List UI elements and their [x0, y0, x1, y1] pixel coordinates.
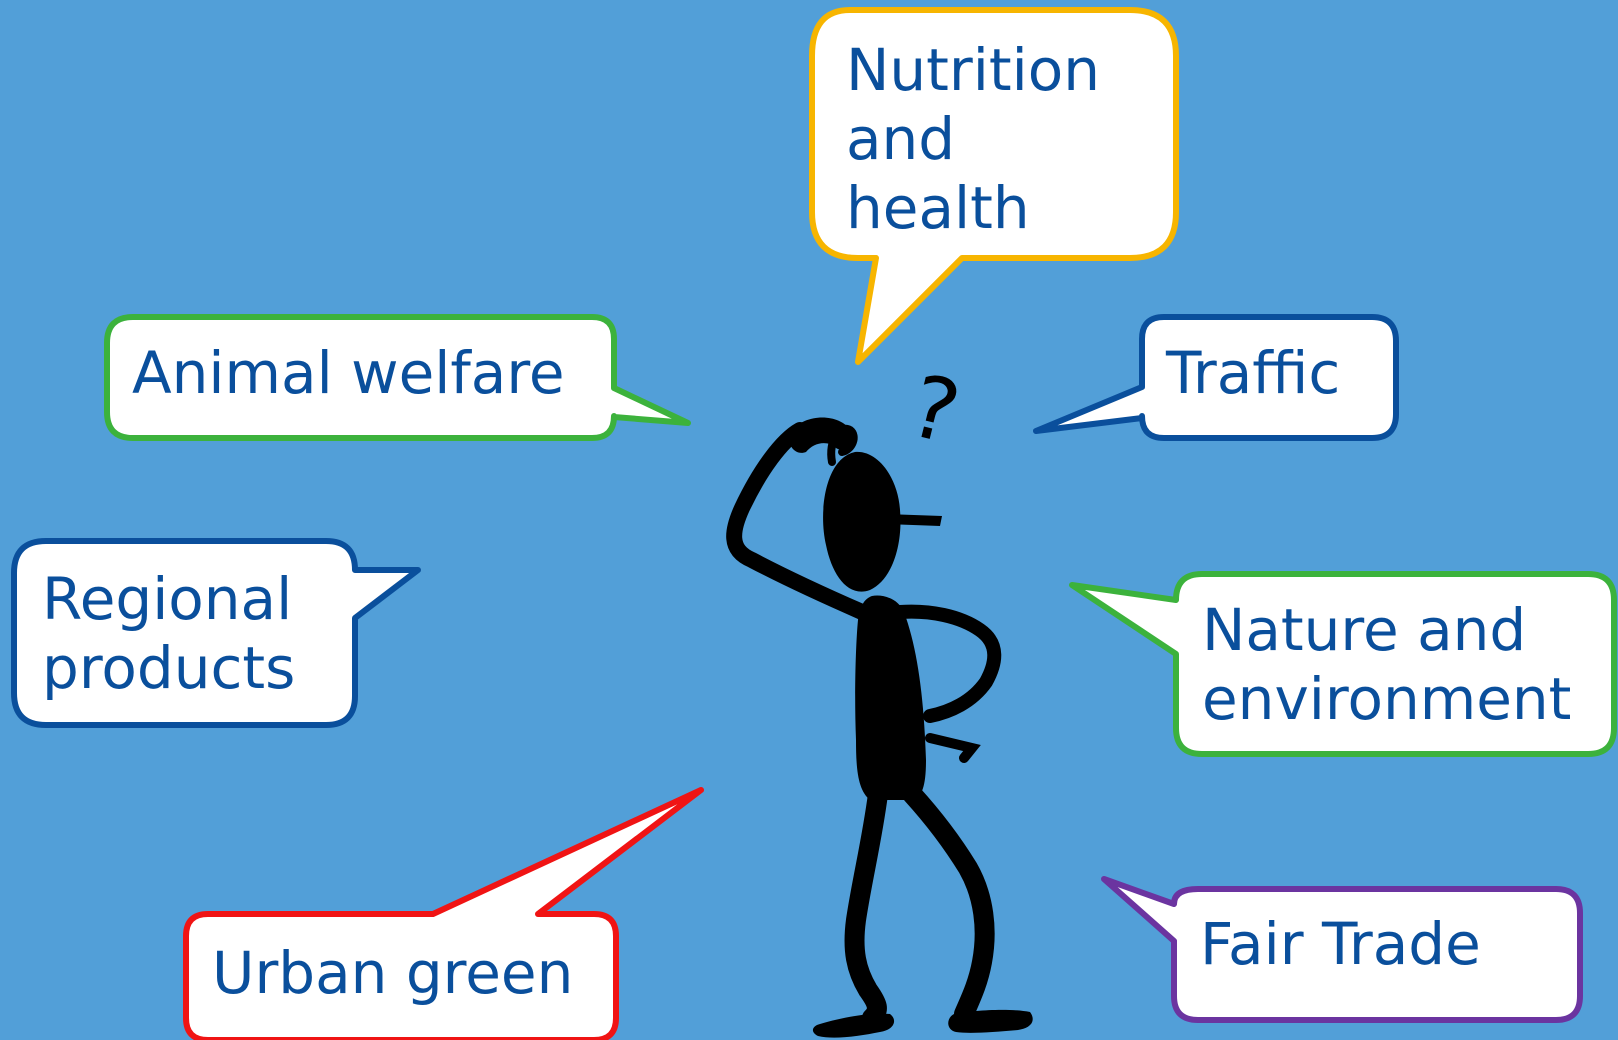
bubble-animal-welfare: [104, 314, 691, 441]
label-urban-green: Urban green: [212, 939, 574, 1007]
bubble-traffic: [1033, 314, 1399, 441]
bubble-nature-and-environment: [1069, 571, 1617, 757]
label-animal-welfare: Animal welfare: [132, 339, 565, 407]
label-regional-products: Regional products: [42, 565, 296, 702]
bubble-fair-trade: [1101, 876, 1583, 1023]
thinking-stick-figure-icon: ?: [726, 356, 1033, 1038]
bubble-nutrition-and-health: [809, 7, 1179, 365]
label-nutrition-and-health: Nutrition and health: [846, 36, 1100, 242]
label-nature-and-environment: Nature and environment: [1202, 596, 1572, 733]
question-mark: ?: [900, 356, 968, 464]
label-fair-trade: Fair Trade: [1200, 910, 1481, 978]
label-traffic: Traffic: [1166, 339, 1341, 407]
bubble-regional-products: [11, 538, 421, 728]
